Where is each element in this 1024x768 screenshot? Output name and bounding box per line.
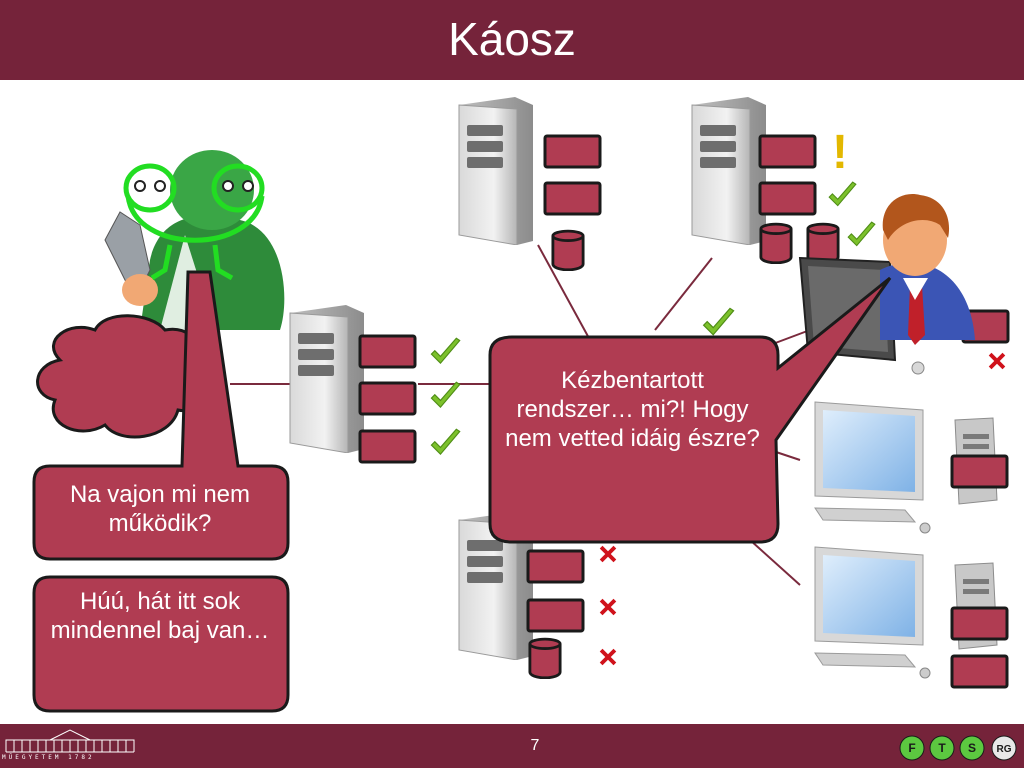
svg-text:!: ! [832, 126, 848, 179]
user-complaint-text: Kézbentartott rendszer… mi?! Hogy nem ve… [505, 367, 760, 452]
admin-question-text: Na vajon mi nem működik? [69, 481, 251, 537]
server-top-center [458, 96, 534, 245]
server-top-right [691, 96, 767, 245]
ftsrg-letter-t: T [938, 741, 946, 755]
page-number: 7 [530, 737, 540, 754]
ftsrg-logo: F T S RG [899, 735, 1017, 761]
university-logo [5, 729, 135, 753]
ftsrg-letter-rg: RG [997, 744, 1012, 755]
admin-question-bubble [32, 270, 290, 561]
ftsrg-letter-f: F [908, 741, 915, 755]
admin-lament-text: Húú, hát itt sok mindennel baj van… [50, 588, 270, 644]
title-bar [0, 0, 1024, 80]
university-logo-caption: MŰEGYETEM 1782 [2, 754, 95, 761]
server-middle-left [289, 304, 365, 453]
footer-bar [0, 724, 1024, 768]
admin-lament-bubble [32, 575, 290, 713]
user-complaint-bubble [488, 276, 892, 544]
ftsrg-letter-s: S [968, 741, 976, 755]
thought-cloud [36, 314, 206, 439]
admin-figure [104, 150, 285, 330]
slide-title: Káosz [448, 13, 576, 65]
status-marks: ! [430, 126, 1006, 666]
